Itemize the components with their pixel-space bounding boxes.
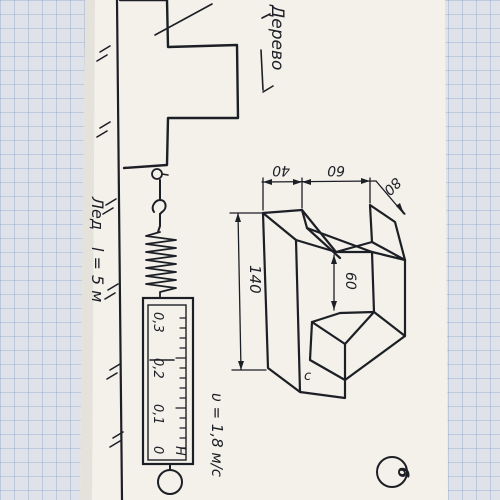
spring-scale: 0,3 0,2 0,1 H 0 <box>141 296 195 495</box>
scale-label-h: H <box>172 446 187 456</box>
velocity-label: υ = 1,8 м/с <box>208 393 226 478</box>
scale-label-03: 0,3 <box>150 312 165 333</box>
wooden-block <box>118 0 274 170</box>
variant-number: 6 <box>394 467 413 478</box>
variant-badge: 6 <box>376 456 413 488</box>
scale-label-02: 0,2 <box>150 358 165 379</box>
scale-ticks <box>175 317 187 449</box>
ice-surface <box>96 0 124 500</box>
scale-label-01: 0,1 <box>150 404 165 425</box>
dim-width-left: 40 <box>272 162 290 178</box>
stepped-part: c <box>261 203 407 400</box>
dim-step: 60 <box>342 272 358 290</box>
dimension-lines: 40 60 80 140 60 <box>229 162 406 371</box>
length-label: l = 5 м <box>88 247 107 302</box>
dim-width-mid: 60 <box>327 162 345 178</box>
hook <box>151 168 169 233</box>
dim-height: 140 <box>246 265 264 294</box>
scale-label-zero: 0 <box>150 446 165 454</box>
spring <box>145 231 177 299</box>
material-label-wood: Дерево <box>267 4 287 70</box>
face-mark: c <box>304 369 311 384</box>
material-label-ice: Лед <box>88 196 107 230</box>
